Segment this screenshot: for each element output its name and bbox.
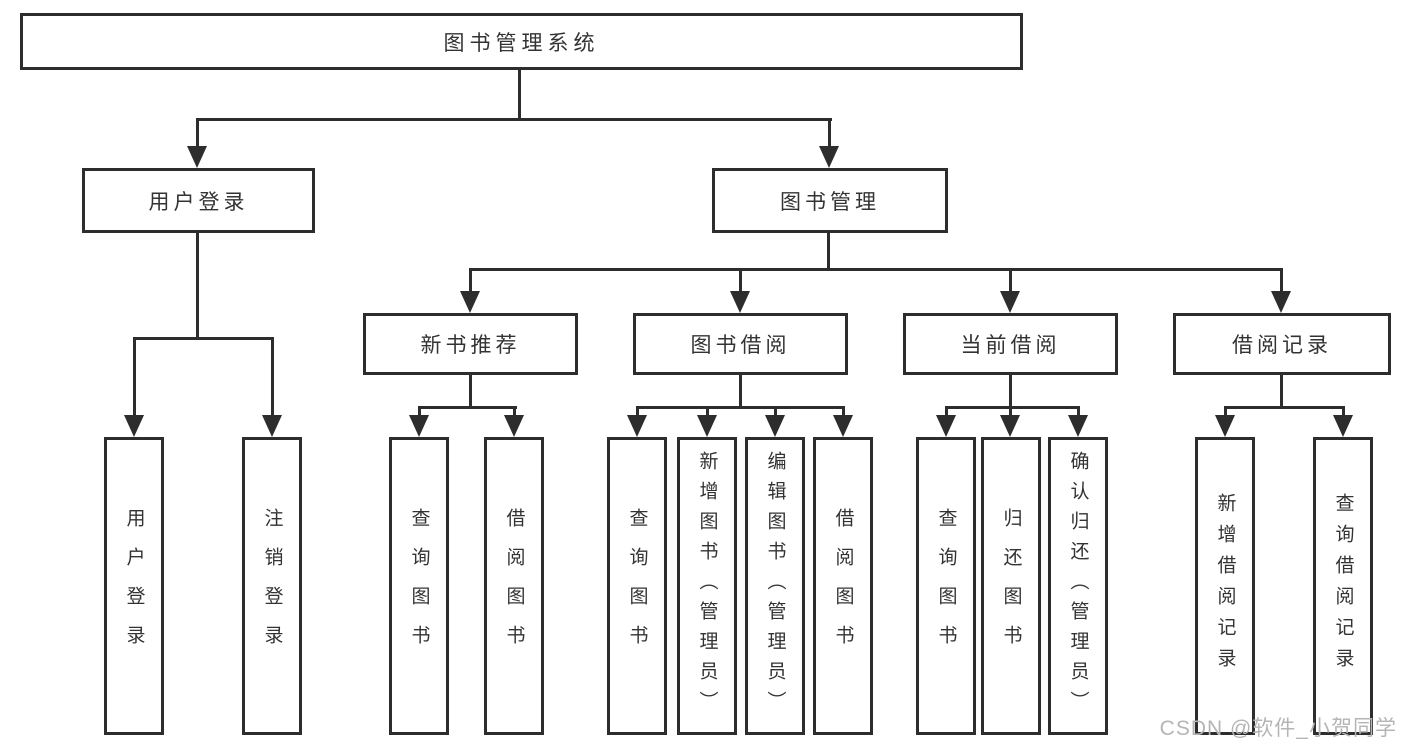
node-leaf-borrow-book-1: 借阅图书 (484, 437, 544, 735)
connector-stem-confirm-return (1077, 406, 1080, 417)
connector-arrowhead-confirm-return (1068, 415, 1088, 437)
connector-arrowhead-borrow-book-1 (504, 415, 524, 437)
connector-bookborrow-stem (739, 373, 742, 408)
connector-stem-current-borrow (1009, 268, 1012, 293)
connector-arrowhead-edit-book (765, 415, 785, 437)
connector-newbookrec-hbar (418, 406, 517, 409)
connector-arrowhead-query-book-3 (936, 415, 956, 437)
connector-bookborrow-hbar (636, 406, 845, 409)
connector-stem-user-login (196, 118, 199, 148)
connector-arrowhead-query-book-1 (409, 415, 429, 437)
node-user-login-branch: 用户登录 (82, 168, 315, 233)
node-book-borrowing: 图书借阅 (633, 313, 848, 375)
node-leaf-add-borrow-record: 新增借阅记录 (1195, 437, 1255, 735)
node-leaf-borrow-book-2: 借阅图书 (813, 437, 873, 735)
node-library-management-system: 图书管理系统 (20, 13, 1023, 70)
connector-arrowhead-user-login (187, 146, 207, 168)
connector-arrowhead-query-record (1333, 415, 1353, 437)
connector-stem-query-book-2 (636, 406, 639, 417)
connector-arrowhead-borrow-book-2 (833, 415, 853, 437)
connector-stem-book-borrow (739, 268, 742, 293)
connector-currentborrow-hbar (945, 406, 1080, 409)
connector-arrowhead-leaf-user-login (124, 415, 144, 437)
connector-stem-add-book (706, 406, 709, 417)
node-current-borrowing: 当前借阅 (903, 313, 1118, 375)
connector-arrowhead-add-book (697, 415, 717, 437)
connector-stem-query-record (1342, 406, 1345, 417)
connector-arrowhead-add-record (1215, 415, 1235, 437)
connector-arrowhead-query-book-2 (627, 415, 647, 437)
connector-arrowhead-new-book-rec (460, 291, 480, 313)
connector-userlogin-stem (196, 231, 199, 337)
connector-stem-add-record (1224, 406, 1227, 417)
node-leaf-query-borrow-record: 查询借阅记录 (1313, 437, 1373, 735)
node-leaf-query-book-1: 查询图书 (389, 437, 449, 735)
connector-arrowhead-current-borrow (1000, 291, 1020, 313)
connector-arrowhead-leaf-logout (262, 415, 282, 437)
connector-borrowrecord-hbar (1224, 406, 1345, 409)
node-book-management-branch: 图书管理 (712, 168, 948, 233)
node-leaf-query-book-3: 查询图书 (916, 437, 976, 735)
node-borrowing-records: 借阅记录 (1173, 313, 1391, 375)
connector-borrowrecord-stem (1280, 373, 1283, 408)
node-leaf-user-login: 用户登录 (104, 437, 164, 735)
csdn-watermark: CSDN @软件_小贺同学 (1159, 717, 1397, 740)
connector-stem-leaf-logout (271, 337, 274, 417)
connector-newbookrec-stem (469, 373, 472, 408)
connector-currentborrow-stem (1009, 373, 1012, 408)
connector-root-hbar (196, 118, 832, 121)
connector-stem-query-book-3 (945, 406, 948, 417)
node-leaf-add-book-admin: 新增图书（管理员） (677, 437, 737, 735)
node-leaf-confirm-return-admin: 确认归还（管理员） (1048, 437, 1108, 735)
connector-userlogin-hbar (133, 337, 274, 340)
node-new-book-recommendation: 新书推荐 (363, 313, 578, 375)
connector-stem-borrow-book-2 (842, 406, 845, 417)
connector-arrowhead-return-book (1000, 415, 1020, 437)
connector-arrowhead-book-mgmt (819, 146, 839, 168)
node-leaf-return-book: 归还图书 (981, 437, 1041, 735)
connector-stem-book-mgmt (828, 118, 831, 148)
connector-stem-return-book (1009, 406, 1012, 417)
connector-root-stem (518, 67, 521, 120)
node-leaf-logout: 注销登录 (242, 437, 302, 735)
connector-stem-leaf-user-login (133, 337, 136, 417)
node-leaf-query-book-2: 查询图书 (607, 437, 667, 735)
connector-stem-borrow-book-1 (513, 406, 516, 417)
node-leaf-edit-book-admin: 编辑图书（管理员） (745, 437, 805, 735)
connector-bookmgmt-stem (827, 231, 830, 270)
connector-arrowhead-book-borrow (730, 291, 750, 313)
connector-arrowhead-borrow-record (1271, 291, 1291, 313)
connector-stem-new-book-rec (469, 268, 472, 293)
connector-stem-borrow-record (1280, 268, 1283, 293)
connector-stem-query-book-1 (418, 406, 421, 417)
connector-bookmgmt-hbar (469, 268, 1283, 271)
connector-stem-edit-book (774, 406, 777, 417)
